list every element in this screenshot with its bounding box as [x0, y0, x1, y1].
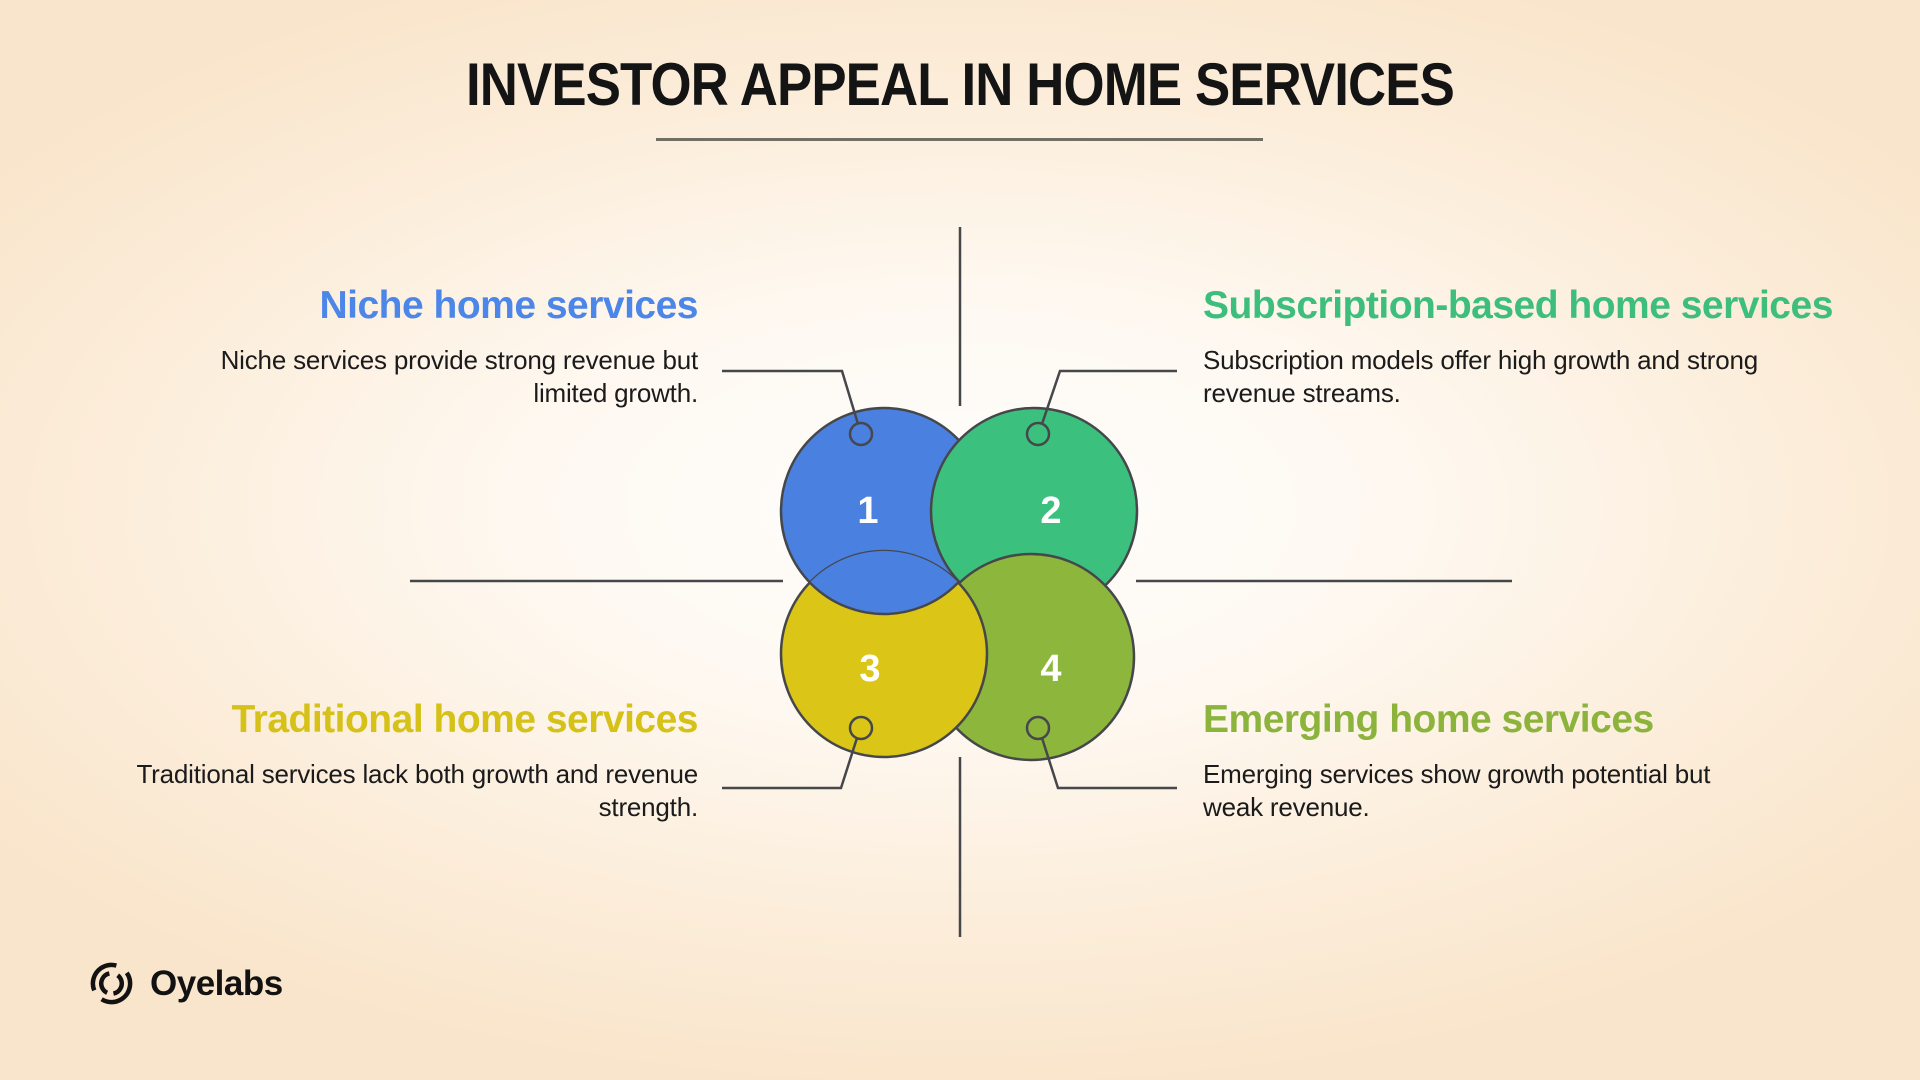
- circle-number-4: 4: [1040, 648, 1061, 690]
- callout-ring-emerging: [1025, 715, 1051, 741]
- description-line: Subscription models offer high growth an…: [1203, 345, 1759, 375]
- oyelabs-logo-icon: [88, 960, 135, 1007]
- description-line: Traditional services lack both growth an…: [136, 759, 698, 789]
- quadrant-niche-heading: Niche home services: [319, 284, 698, 327]
- description-line: Niche services provide strong revenue bu…: [220, 345, 699, 375]
- connector-line-subscription: [1040, 369, 1177, 425]
- oyelabs-logo: Oyelabs: [88, 960, 283, 1007]
- description-line: strength.: [598, 792, 699, 822]
- quadrant-emerging-description: Emerging services show growth potential …: [1203, 758, 1711, 824]
- circle-number-2: 2: [1040, 490, 1061, 532]
- quadrant-emerging-heading: Emerging home services: [1203, 698, 1654, 741]
- quadrant-niche-description: Niche services provide strong revenue bu…: [220, 344, 699, 410]
- quadrant-subscription-heading: Subscription-based home services: [1203, 284, 1833, 327]
- quadrant-niche: Niche home services Niche services provi…: [220, 283, 699, 410]
- quadrant-subscription: Subscription-based home services Subscri…: [1203, 283, 1833, 410]
- quadrant-traditional-heading: Traditional home services: [231, 698, 698, 741]
- quadrant-traditional-description: Traditional services lack both growth an…: [136, 758, 698, 824]
- circle-number-3: 3: [859, 648, 880, 690]
- callout-ring-traditional: [848, 715, 874, 741]
- oyelabs-logo-text: Oyelabs: [150, 963, 283, 1003]
- quadrant-emerging: Emerging home services Emerging services…: [1203, 697, 1711, 824]
- quadrant-traditional: Traditional home services Traditional se…: [136, 697, 698, 824]
- connector-line-emerging: [1040, 737, 1177, 790]
- connector-line-traditional: [722, 737, 859, 790]
- circle-number-1: 1: [857, 490, 878, 532]
- page-title: INVESTOR APPEAL IN HOME SERVICES: [466, 51, 1455, 118]
- quadrant-subscription-description: Subscription models offer high growth an…: [1203, 344, 1833, 410]
- title-underline: [656, 138, 1263, 141]
- connector-line-niche: [722, 369, 860, 425]
- description-line: weak revenue.: [1203, 792, 1370, 822]
- description-line: Emerging services show growth potential …: [1203, 759, 1711, 789]
- description-line: limited growth.: [533, 378, 698, 408]
- callout-ring-subscription: [1025, 421, 1051, 447]
- description-line: revenue streams.: [1203, 378, 1401, 408]
- callout-ring-niche: [848, 421, 874, 447]
